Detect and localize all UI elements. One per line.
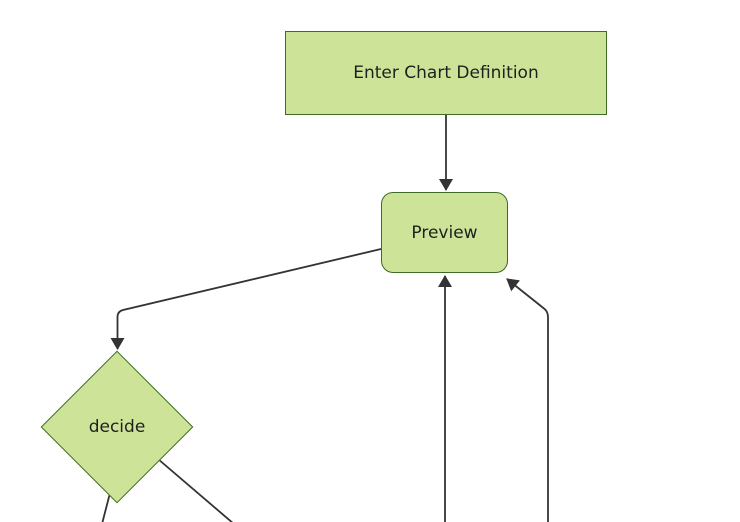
node-enter-chart-definition: Enter Chart Definition — [285, 31, 607, 115]
edge-preview-to-decide — [110, 248, 382, 350]
node-preview-label: Preview — [411, 222, 478, 243]
node-preview: Preview — [381, 192, 508, 273]
edge-decide-branch-right — [157, 458, 234, 522]
edge-decide-branch-left — [101, 492, 111, 522]
node-enter-chart-definition-label: Enter Chart Definition — [353, 63, 539, 83]
edge-offscreen-bottom-right-to-preview — [506, 278, 549, 522]
